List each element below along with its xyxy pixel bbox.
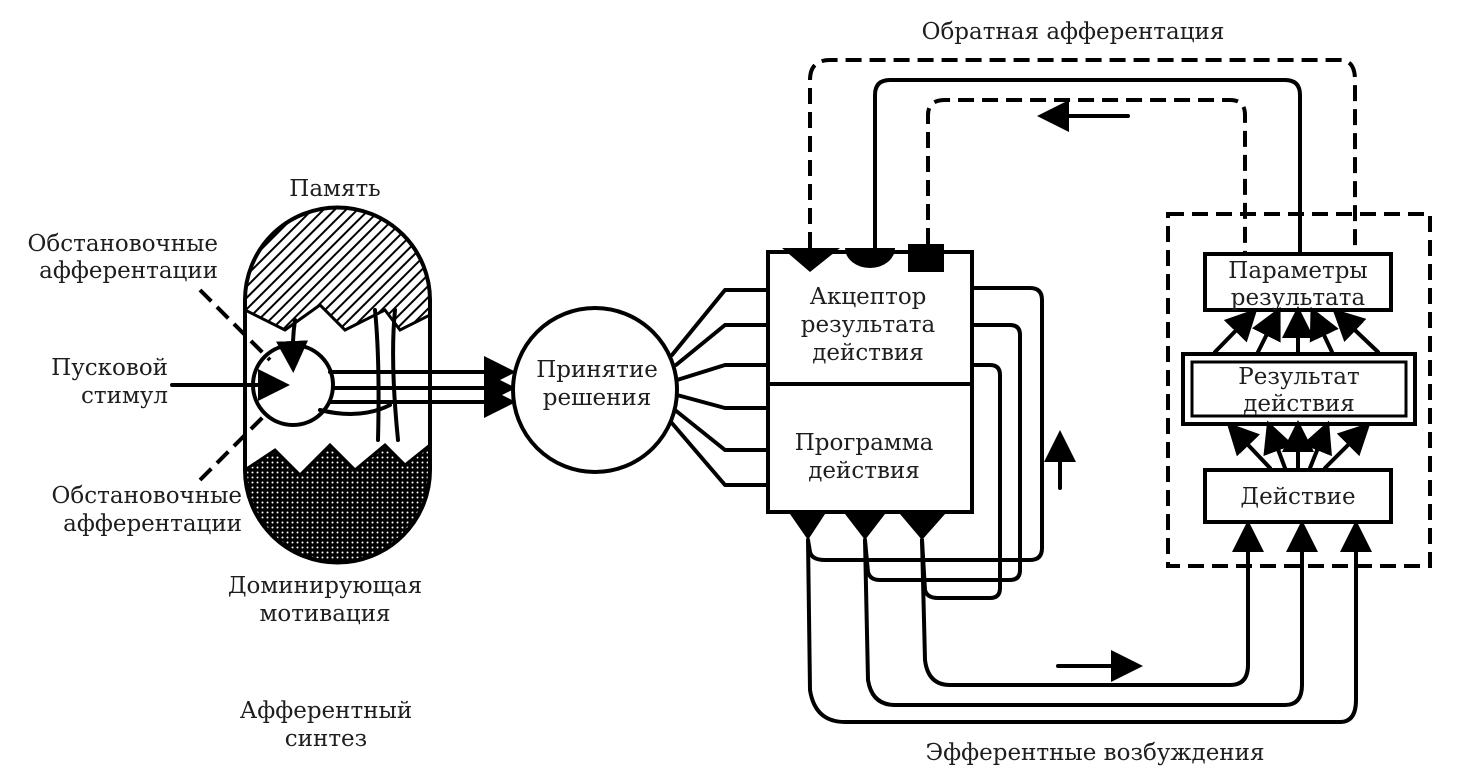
acceptor-receptor-semicircle <box>845 248 895 268</box>
situational-top-label-2: афферентации <box>39 258 218 284</box>
action-box <box>1203 468 1393 524</box>
result-box-inner <box>1190 360 1408 418</box>
efferent-excitation-lines <box>806 520 1372 724</box>
trigger-label-2: стимул <box>81 383 168 409</box>
situational-afferent-bottom-dash <box>198 413 267 482</box>
acceptor-label-3: действия <box>812 340 924 366</box>
trigger-label-1: Пусковой <box>51 355 168 381</box>
memory-label: Память <box>289 176 380 202</box>
situational-bottom-label-1: Обстановочные <box>52 483 242 509</box>
efferent-copy-lines <box>806 286 1076 600</box>
acceptor-label-1: Акцептор <box>810 284 927 310</box>
action-to-result-arrows <box>1226 420 1371 470</box>
motivation-dotted-area <box>243 441 432 564</box>
action-label: Действие <box>1240 484 1355 510</box>
acceptor-program-block <box>766 244 974 540</box>
result-to-parameters-arrows <box>1213 306 1380 354</box>
situational-afferent-top-dash <box>198 288 272 362</box>
program-label-2: действия <box>808 458 920 484</box>
feedback-label: Обратная афферентация <box>922 19 1225 45</box>
decision-to-program-lines <box>669 288 770 487</box>
acceptor-receptor-square <box>908 244 944 272</box>
program-output-triangles <box>790 514 945 540</box>
situational-top-label-1: Обстановочные <box>28 231 218 257</box>
result-label-2: действия <box>1243 391 1355 417</box>
result-block <box>1166 212 1432 568</box>
situational-bottom-label-2: афферентации <box>63 511 242 537</box>
feedback-loop <box>808 58 1357 257</box>
motivation-label-1: Доминирующая <box>228 573 422 599</box>
capsule-outline <box>243 205 432 565</box>
acceptor-label-2: результата <box>801 312 936 338</box>
acceptor-receptor-triangle <box>782 248 840 272</box>
afferent-synthesis-label-1: Афферентный <box>240 698 412 724</box>
result-label-1: Результат <box>1238 364 1359 390</box>
program-box <box>766 382 974 514</box>
parameters-box <box>1203 252 1393 312</box>
motivation-label-2: мотивация <box>259 601 390 627</box>
result-dashed-frame <box>1166 212 1432 568</box>
decision-label-2: решения <box>543 385 652 411</box>
efferent-label: Эфферентные возбуждения <box>926 740 1265 766</box>
memory-hatched-area <box>243 206 432 332</box>
decision-circle <box>511 306 679 474</box>
afferent-synthesis-block <box>170 205 516 565</box>
result-box-outer <box>1181 352 1417 426</box>
afferent-synthesis-label-2: синтез <box>285 726 367 752</box>
parameters-label-1: Параметры <box>1228 258 1367 284</box>
parameters-label-2: результата <box>1231 285 1366 311</box>
decision-label-1: Принятие <box>536 357 658 383</box>
program-label-1: Программа <box>795 430 934 456</box>
